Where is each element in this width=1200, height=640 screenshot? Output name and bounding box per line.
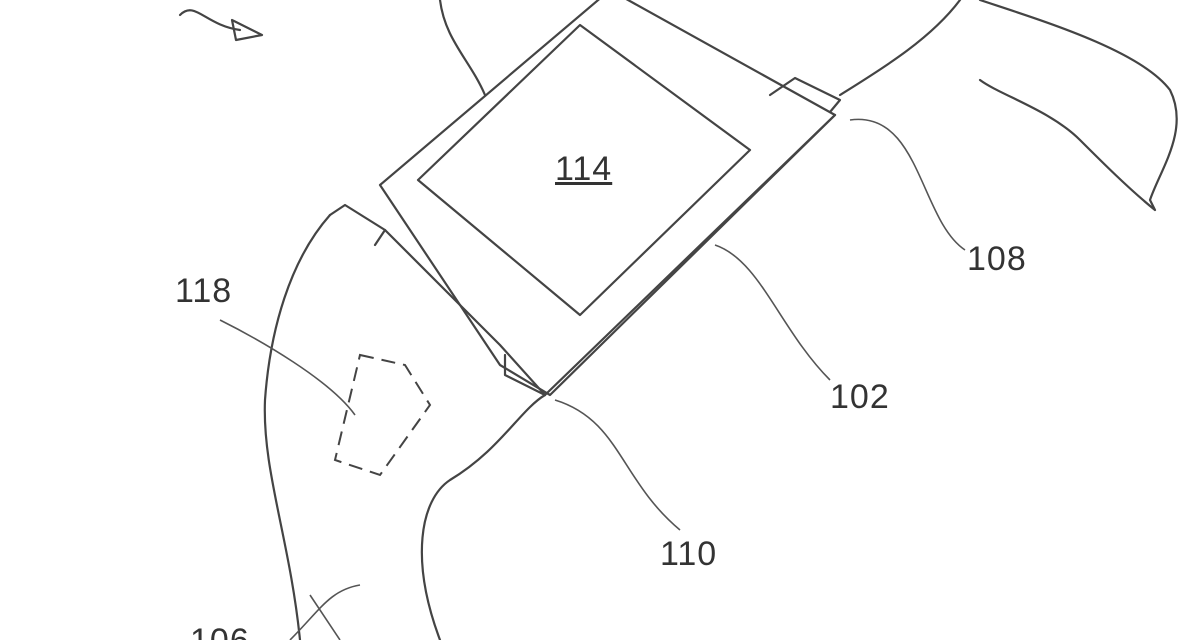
housing-side — [383, 113, 837, 397]
label-108: 108 — [967, 240, 1027, 278]
sensor-outline — [333, 353, 432, 477]
reference-arrow — [178, 9, 242, 32]
label-106: 106 — [190, 622, 250, 640]
display-screen — [416, 23, 752, 317]
leader-118 — [219, 319, 356, 416]
label-118: 118 — [175, 272, 233, 310]
connector-bottom — [503, 353, 547, 397]
label-114: 114 — [555, 150, 613, 188]
leader-108 — [849, 118, 966, 251]
label-102: 102 — [830, 378, 890, 416]
connector-top — [768, 76, 842, 114]
band-upper — [438, 0, 487, 97]
leader-110 — [554, 399, 681, 531]
arrow-head-icon — [230, 18, 264, 42]
band-lower — [420, 393, 547, 640]
leader-102 — [714, 244, 831, 381]
band-right — [838, 0, 1178, 212]
label-110: 110 — [660, 535, 718, 573]
band-left-edge — [263, 213, 332, 640]
leader-106 — [289, 584, 361, 640]
connector-left — [328, 203, 387, 247]
watch-housing — [378, 0, 837, 397]
